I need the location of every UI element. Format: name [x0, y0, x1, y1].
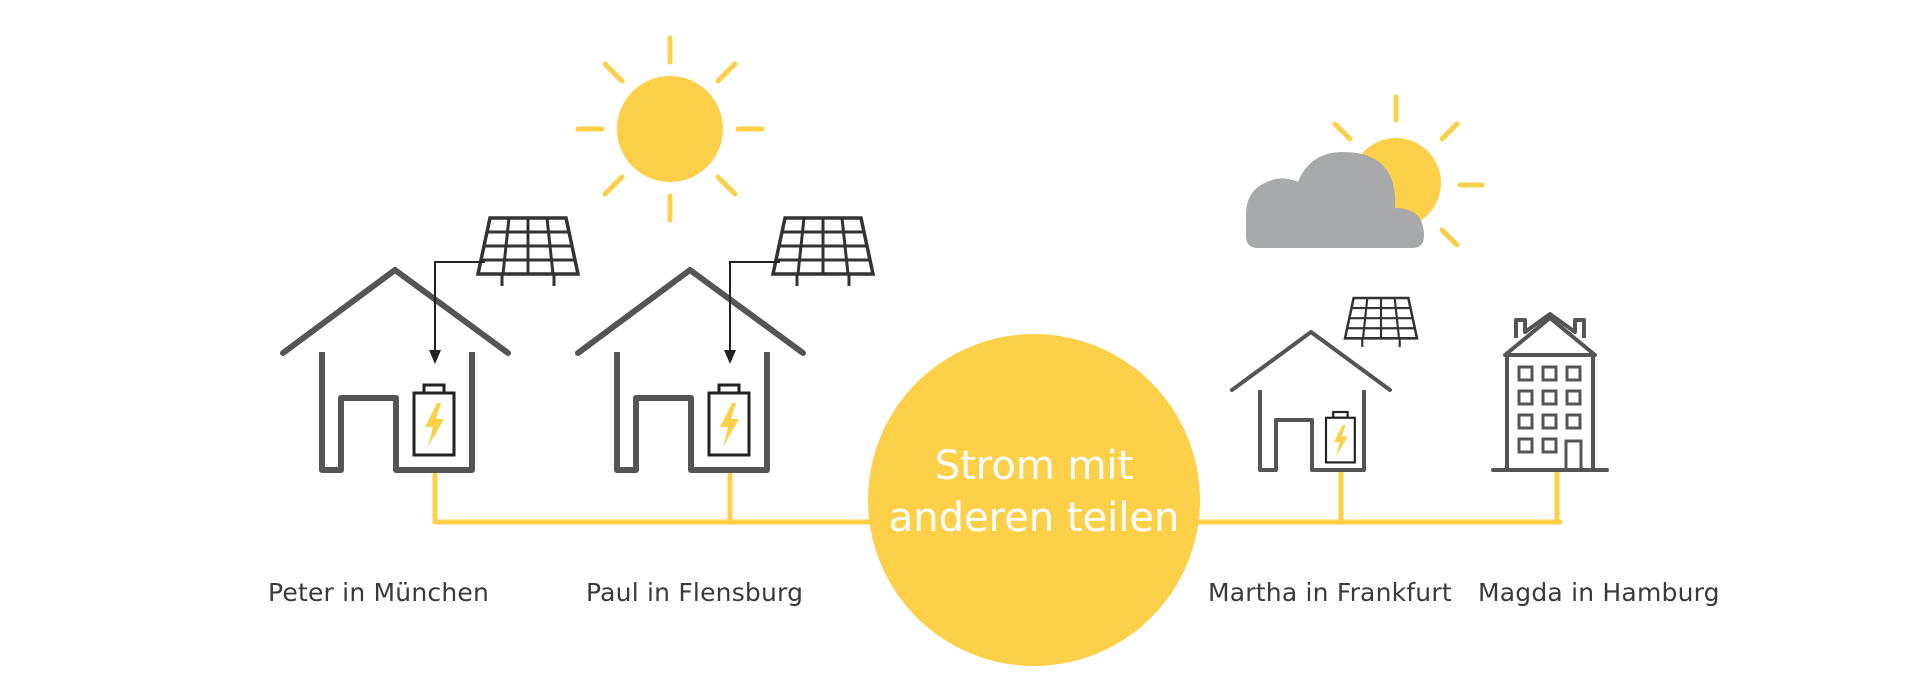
hub-label-line-1: Strom mit	[934, 443, 1134, 489]
sun-behind-cloud-icon	[1246, 94, 1485, 248]
solar-panel-icon	[476, 216, 580, 288]
cloud-icon	[1246, 152, 1424, 248]
apartment-building-icon	[1491, 312, 1609, 472]
sun-icon	[575, 35, 765, 223]
house-paul	[575, 216, 875, 473]
hub-circle	[868, 334, 1200, 666]
solar-panel-icon	[771, 216, 875, 288]
hub-label-line-2: anderen teilen	[888, 495, 1180, 541]
label-martha: Martha in Frankfurt	[1208, 578, 1452, 607]
house-martha	[1230, 296, 1419, 472]
battery-bolt-icon	[412, 383, 456, 457]
hub-label: Strom mit anderen teilen	[869, 440, 1199, 544]
battery-bolt-icon	[1324, 410, 1356, 464]
label-peter: Peter in München	[268, 578, 489, 607]
label-magda: Magda in Hamburg	[1478, 578, 1720, 607]
house-peter	[280, 216, 580, 473]
battery-bolt-icon	[707, 383, 751, 457]
solar-panel-icon	[1343, 296, 1419, 349]
label-paul: Paul in Flensburg	[586, 578, 804, 607]
